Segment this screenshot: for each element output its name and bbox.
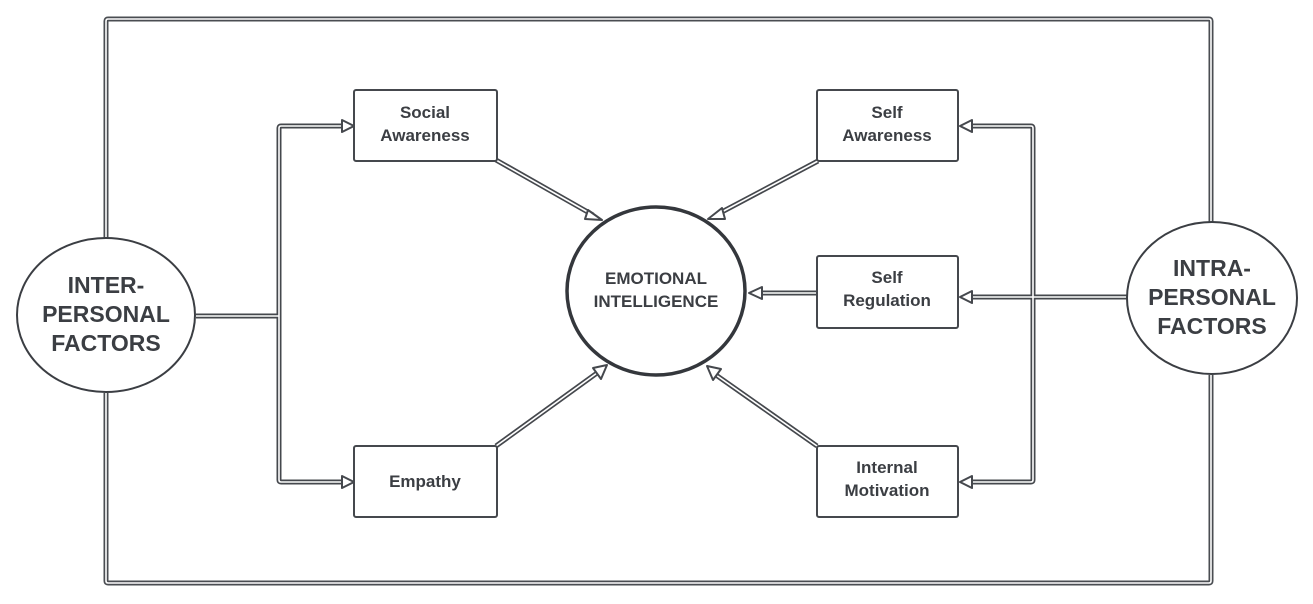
component-to-center-arrows — [494, 157, 820, 449]
inter-personal-factors-node: INTER- PERSONAL FACTORS — [16, 237, 196, 393]
arrowhead-to-empathy — [341, 475, 355, 489]
arrowhead-selfawareness-to-center — [707, 207, 726, 220]
intra-personal-label-line-3: FACTORS — [1157, 313, 1266, 339]
intra-personal-factors-node: INTRA- PERSONAL FACTORS — [1126, 221, 1298, 375]
intra-personal-bus — [959, 119, 1127, 489]
outer-frame-connector — [103, 16, 1214, 586]
inter-personal-bus — [196, 119, 355, 489]
emotional-intelligence-node: EMOTIONAL INTELLIGENCE — [565, 205, 747, 377]
empathy-label: Empathy — [389, 472, 461, 491]
social-awareness-node: Social Awareness — [353, 89, 498, 162]
arrowhead-motivation-to-center — [706, 365, 722, 381]
self-regulation-node: Self Regulation — [816, 255, 959, 329]
arrowhead-to-internal-motivation — [959, 475, 973, 489]
arrowhead-social-to-center — [584, 209, 603, 221]
inter-personal-label-line-1: INTER- — [68, 272, 145, 298]
inter-personal-label-line-3: FACTORS — [51, 330, 160, 356]
self-awareness-label-line-1: Self — [871, 103, 903, 122]
self-awareness-node: Self Awareness — [816, 89, 959, 162]
center-label-line-1: EMOTIONAL — [605, 269, 707, 288]
internal-motivation-label-line-2: Motivation — [845, 481, 930, 500]
social-awareness-label-line-1: Social — [400, 103, 450, 122]
arrowhead-to-social-awareness — [341, 119, 355, 133]
self-regulation-label-line-2: Regulation — [843, 291, 931, 310]
intra-personal-label-line-1: INTRA- — [1173, 255, 1251, 281]
internal-motivation-node: Internal Motivation — [816, 445, 959, 518]
self-regulation-label-line-1: Self — [871, 268, 903, 287]
center-label-line-2: INTELLIGENCE — [594, 292, 719, 311]
inter-personal-label-line-2: PERSONAL — [42, 301, 170, 327]
arrowhead-empathy-to-center — [592, 364, 608, 380]
arrowhead-to-self-regulation — [959, 290, 973, 304]
arrowhead-selfregulation-to-center — [748, 286, 763, 300]
empathy-node: Empathy — [353, 445, 498, 518]
internal-motivation-label-line-1: Internal — [856, 458, 917, 477]
social-awareness-label-line-2: Awareness — [380, 126, 469, 145]
arrowhead-to-self-awareness — [959, 119, 973, 133]
intra-personal-label-line-2: PERSONAL — [1148, 284, 1276, 310]
self-awareness-label-line-2: Awareness — [842, 126, 931, 145]
